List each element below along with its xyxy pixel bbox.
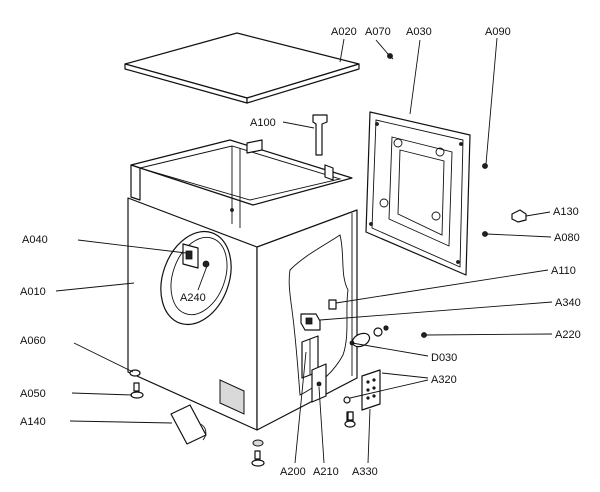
label-a220: A220 xyxy=(555,329,581,341)
a090-screw xyxy=(482,163,488,169)
a070-screw xyxy=(386,52,394,60)
a100-bracket-part xyxy=(312,114,328,156)
callout-labels: A020 A070 A030 A090 A100 A130 A040 A080 … xyxy=(20,26,581,478)
label-a060: A060 xyxy=(20,335,46,347)
a080-screw xyxy=(482,231,488,237)
label-a020: A020 xyxy=(331,26,357,38)
a130-clip-part xyxy=(511,209,527,223)
label-a030: A030 xyxy=(406,26,432,38)
a210-bracket-part xyxy=(311,363,327,403)
a060-foot-part xyxy=(129,369,264,447)
label-a040: A040 xyxy=(22,234,48,246)
label-d030: D030 xyxy=(431,352,457,364)
leader-lines xyxy=(55,37,553,464)
rear-panel-part xyxy=(365,111,471,276)
a140-cover-part xyxy=(170,404,207,445)
label-a100: A100 xyxy=(250,117,276,129)
d030-capacitor-part xyxy=(349,325,389,348)
label-a240: A240 xyxy=(180,292,206,304)
label-a070: A070 xyxy=(365,26,391,38)
label-a320: A320 xyxy=(431,374,457,386)
a220-screw xyxy=(421,332,427,338)
a050-foot-part xyxy=(130,382,356,467)
label-a080: A080 xyxy=(554,232,580,244)
a110-part xyxy=(328,299,337,310)
door-lock-part xyxy=(182,243,199,269)
a340-switch-part xyxy=(300,313,321,331)
label-a330: A330 xyxy=(352,466,378,478)
label-a340: A340 xyxy=(555,297,581,309)
label-a110: A110 xyxy=(551,265,576,277)
label-a200: A200 xyxy=(280,466,306,478)
label-a130: A130 xyxy=(553,206,579,218)
label-a140: A140 xyxy=(20,416,46,428)
top-panel-part xyxy=(124,32,360,104)
label-a010: A010 xyxy=(20,286,46,298)
cabinet-frame xyxy=(130,139,353,228)
label-a210: A210 xyxy=(313,466,339,478)
a240-part xyxy=(202,260,210,268)
front-panel-part xyxy=(127,197,258,431)
label-a050: A050 xyxy=(20,388,46,400)
label-a090: A090 xyxy=(485,26,511,38)
a330-connector-part xyxy=(361,369,381,411)
